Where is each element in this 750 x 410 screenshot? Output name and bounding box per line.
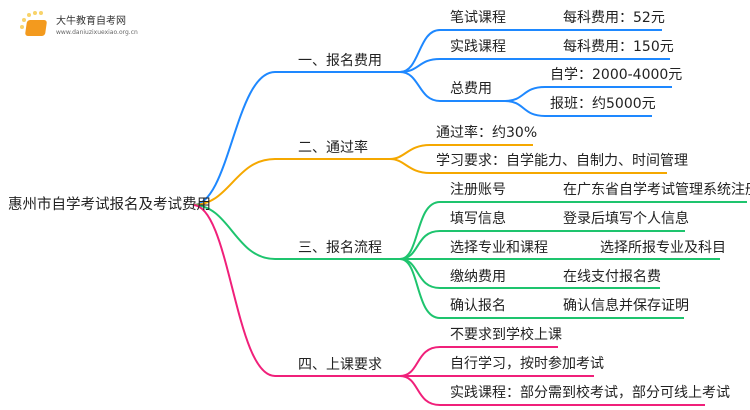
- fee-total-class: 报班：约5000元: [550, 96, 656, 112]
- process-step-label: 选择专业和课程: [450, 240, 548, 256]
- process-step-value: 在广东省自学考试管理系统注册: [563, 182, 750, 198]
- process-step-label: 确认报名: [450, 298, 506, 314]
- branch-lines-pass-rate: [192, 144, 667, 206]
- logo-title: 大牛教育自考网: [56, 16, 126, 27]
- fee-total-label: 总费用: [450, 81, 492, 97]
- branch-fees: 一、报名费用: [298, 53, 382, 69]
- branch-lines-fees: [192, 29, 672, 206]
- fee-item-value: 每科费用：52元: [563, 10, 665, 26]
- branch-lines-process: [192, 201, 747, 319]
- class-item: 实践课程：部分需到校考试，部分可线上考试: [450, 385, 730, 401]
- branch-class: 四、上课要求: [298, 357, 382, 373]
- branch-process: 三、报名流程: [298, 240, 382, 256]
- pass-rate-item: 通过率：约30%: [436, 125, 538, 141]
- process-step-value: 确认信息并保存证明: [563, 298, 689, 314]
- branch-lines-class: [192, 204, 705, 406]
- fee-item-value: 每科费用：150元: [563, 39, 674, 55]
- process-step-label: 缴纳费用: [450, 269, 506, 285]
- fee-total-self: 自学：2000-4000元: [550, 67, 683, 83]
- process-step-value: 选择所报专业及科目: [600, 240, 726, 256]
- book-icon: [24, 20, 48, 36]
- class-item: 不要求到学校上课: [450, 327, 562, 343]
- fee-item-label: 笔试课程: [450, 10, 506, 26]
- class-item: 自行学习，按时参加考试: [450, 356, 604, 372]
- process-step-value: 登录后填写个人信息: [563, 211, 689, 227]
- logo: 大牛教育自考网 www.daniuzixuexiao.org.cn: [18, 10, 138, 50]
- logo-url: www.daniuzixuexiao.org.cn: [56, 29, 138, 36]
- root-topic: 惠州市自学考试报名及考试费用: [8, 197, 211, 213]
- process-step-label: 填写信息: [450, 211, 506, 227]
- pass-rate-item: 学习要求：自学能力、自制力、时间管理: [436, 153, 688, 169]
- branch-pass-rate: 二、通过率: [298, 140, 368, 156]
- process-step-value: 在线支付报名费: [563, 269, 661, 285]
- process-step-label: 注册账号: [450, 182, 506, 198]
- fee-item-label: 实践课程: [450, 39, 506, 55]
